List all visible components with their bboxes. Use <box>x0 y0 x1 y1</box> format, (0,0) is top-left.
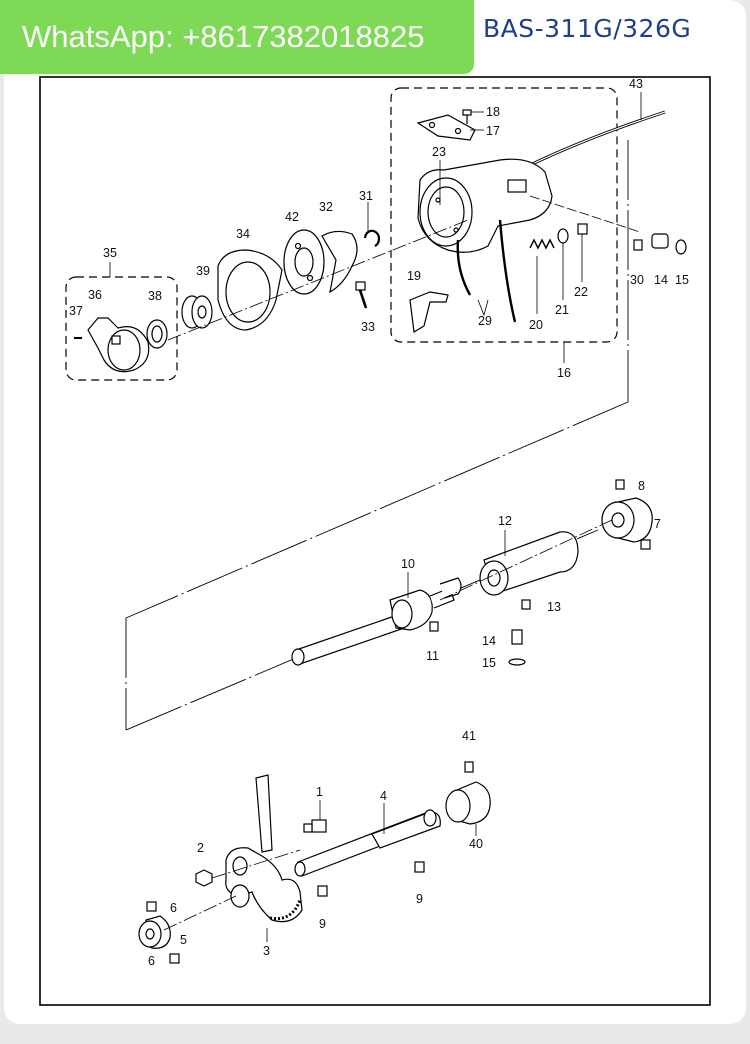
part-20-spring <box>529 238 555 314</box>
label-31: 31 <box>359 189 373 203</box>
part-22-screw <box>577 223 588 282</box>
part-36-bobbin-case <box>87 317 150 373</box>
model-title: BAS-311G/326G <box>483 14 692 43</box>
label-7: 7 <box>654 517 661 531</box>
label-40: 40 <box>469 837 483 851</box>
part-41-screw <box>464 761 474 773</box>
label-16: 16 <box>557 366 571 380</box>
part-9-screw-b <box>414 861 425 873</box>
part-1-screw <box>303 800 327 833</box>
part-8-setscrew-top <box>615 479 625 490</box>
label-21: 21 <box>555 303 569 317</box>
part-33-screw <box>355 281 368 309</box>
label-23: 23 <box>432 145 446 159</box>
label-29: 29 <box>478 314 492 328</box>
label-17: 17 <box>486 124 500 138</box>
label-12: 12 <box>498 514 512 528</box>
label-42: 42 <box>285 210 299 224</box>
label-8-top: 8 <box>638 479 645 493</box>
diagram-frame <box>39 76 711 1006</box>
part-4-shaft <box>294 803 441 877</box>
part-39-bobbin <box>181 295 213 329</box>
part-19-lever <box>409 291 449 333</box>
part-17-plate <box>416 114 484 141</box>
label-34: 34 <box>236 227 250 241</box>
group-box-16 <box>390 87 618 343</box>
label-11: 11 <box>426 649 439 663</box>
part-18-screw <box>462 109 484 124</box>
part-6-screw-bottom <box>169 953 180 964</box>
label-19: 19 <box>407 269 421 283</box>
part-31-ring <box>363 202 381 247</box>
label-32: 32 <box>319 200 333 214</box>
label-15: 15 <box>675 273 689 287</box>
part-32-hook <box>321 230 358 294</box>
part-38-plate <box>146 319 168 349</box>
label-22: 22 <box>574 285 588 299</box>
label-9-a: 9 <box>319 917 326 931</box>
label-9-b: 9 <box>416 892 423 906</box>
cable-43 <box>519 92 666 172</box>
part-8-setscrew-bottom <box>640 539 651 550</box>
part-42-hook-base <box>283 229 325 295</box>
label-13: 13 <box>547 600 561 614</box>
part-40-collar <box>445 781 491 836</box>
label-2: 2 <box>197 841 204 855</box>
part-14-nozzle-mid <box>511 629 523 645</box>
part-15-oring <box>675 239 687 255</box>
hook-drive-body <box>417 158 553 253</box>
part-11-screw <box>429 621 439 632</box>
group-box-35 <box>65 276 178 381</box>
part-9-screw-a <box>317 885 328 897</box>
label-36: 36 <box>88 288 102 302</box>
part-5-collar <box>138 915 171 949</box>
part-7-collar <box>601 497 653 543</box>
label-33: 33 <box>361 320 375 334</box>
connector-parallelogram <box>125 140 629 731</box>
part-6-screw-top <box>146 901 157 912</box>
label-38: 38 <box>148 289 162 303</box>
label-4: 4 <box>380 789 387 803</box>
part-15-oring-mid <box>508 658 526 666</box>
label-18: 18 <box>486 105 500 119</box>
part-12-sleeve <box>479 530 579 596</box>
label-3: 3 <box>263 944 270 958</box>
label-14-mid: 14 <box>482 634 496 648</box>
part-13-screw <box>521 599 531 610</box>
label-37: 37 <box>69 304 83 318</box>
label-10: 10 <box>401 557 415 571</box>
label-30: 30 <box>630 273 644 287</box>
label-35: 35 <box>103 246 117 260</box>
whatsapp-banner: WhatsApp: +8617382018825 <box>0 0 474 74</box>
label-5: 5 <box>180 933 187 947</box>
label-43: 43 <box>629 77 643 91</box>
label-14: 14 <box>654 273 668 287</box>
label-39: 39 <box>196 264 210 278</box>
label-6-top: 6 <box>170 901 177 915</box>
label-41: 41 <box>462 729 476 743</box>
part-3-gear-arm <box>225 774 303 942</box>
part-2-nut <box>195 869 213 887</box>
wires-29 <box>456 219 517 323</box>
label-6-bottom: 6 <box>148 954 155 968</box>
part-34-ring <box>217 249 283 331</box>
label-15-mid: 15 <box>482 656 496 670</box>
label-20: 20 <box>529 318 543 332</box>
label-1: 1 <box>316 785 323 799</box>
part-21-washer <box>557 228 569 300</box>
part-14-nozzle <box>651 233 669 249</box>
part-30-screw <box>633 239 643 251</box>
